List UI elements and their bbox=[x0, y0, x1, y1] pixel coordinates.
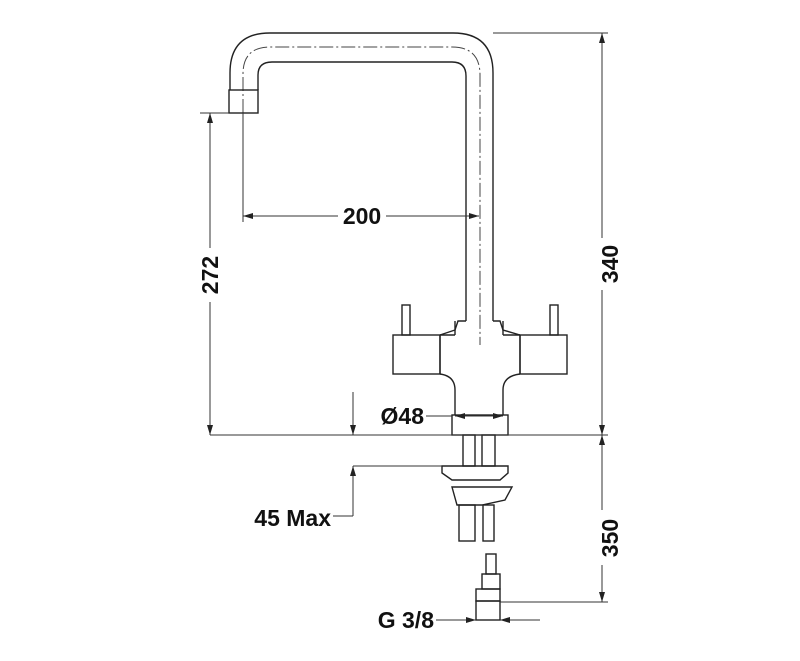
spout-reach-label: 200 bbox=[343, 203, 381, 229]
dimension-lines bbox=[200, 32, 608, 623]
spout-height-label: 272 bbox=[197, 256, 223, 294]
connection-thread-label: G 3/8 bbox=[378, 607, 434, 633]
base-diameter-label: Ø48 bbox=[381, 403, 425, 429]
total-height-label: 340 bbox=[597, 245, 623, 283]
faucet-outline bbox=[228, 32, 568, 621]
deck-thickness-label: 45 Max bbox=[254, 505, 331, 531]
below-deck-length-label: 350 bbox=[597, 519, 623, 557]
